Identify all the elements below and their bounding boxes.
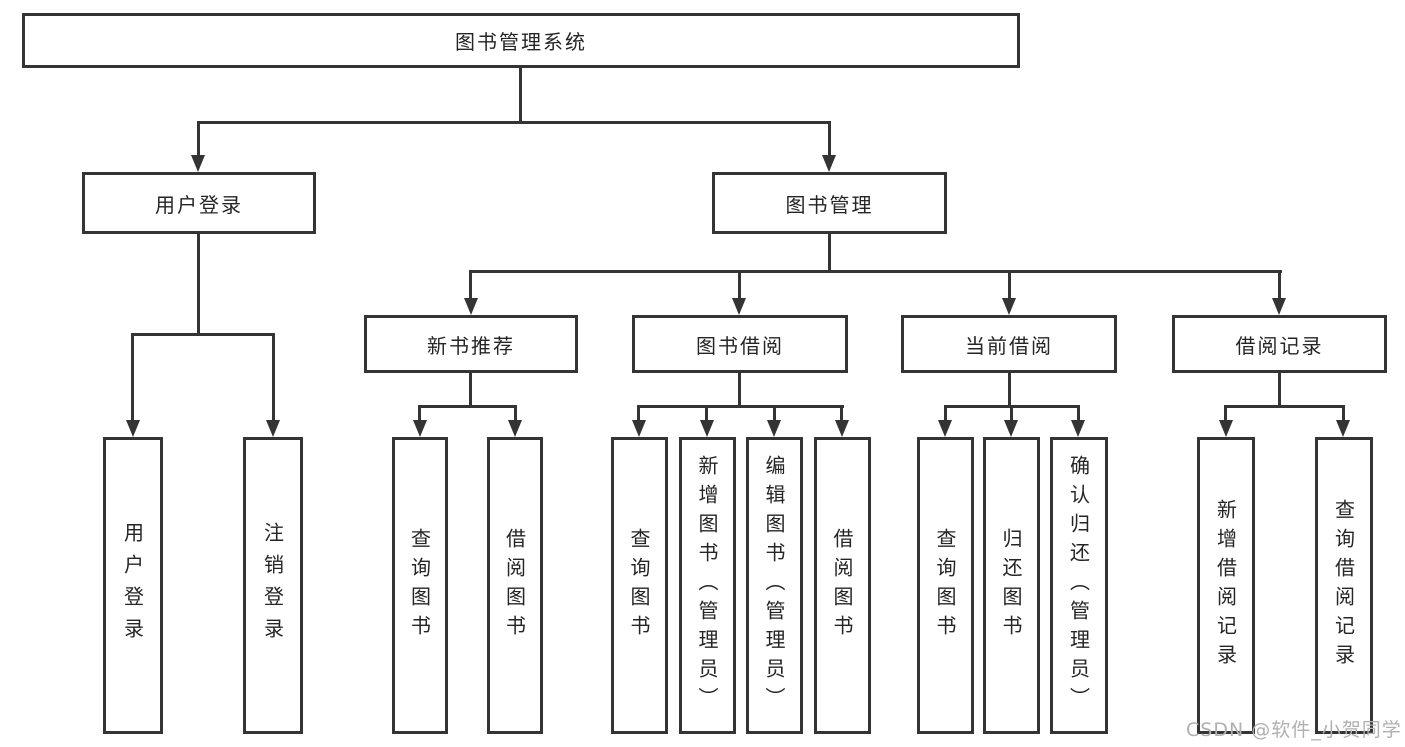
arrowhead-user-login <box>191 155 205 172</box>
edge-currentborrow-drop-3 <box>1077 405 1080 423</box>
edge-borrowrecord-bar <box>1224 405 1345 408</box>
edge-borrowrecord-stem <box>1278 373 1281 407</box>
arrowhead-borrow-record <box>1272 298 1286 315</box>
edge-root-drop-1 <box>197 121 200 159</box>
edge-currentborrow-drop-2 <box>1010 405 1013 423</box>
edge-userlogin-drop-2 <box>272 333 275 424</box>
leaf-currentborrow-return-books: 归还图书 <box>983 437 1040 734</box>
arrowhead-bookborrow-add <box>700 420 714 437</box>
edge-bookmgmt-stem <box>828 234 831 272</box>
leaf-bookborrow-add-books-admin: 新增图书（管理员） <box>679 437 736 734</box>
edge-bookborrow-drop-3 <box>773 405 776 423</box>
node-new-book-recommend: 新书推荐 <box>364 315 578 373</box>
edge-bookmgmt-bar <box>469 270 1282 273</box>
arrowhead-bookborrow-query <box>632 420 646 437</box>
edge-currentborrow-drop-1 <box>944 405 947 423</box>
edge-bookborrow-drop-2 <box>705 405 708 423</box>
edge-currentborrow-stem <box>1008 373 1011 407</box>
node-current-borrow: 当前借阅 <box>901 315 1117 373</box>
edge-borrowrecord-drop-2 <box>1342 405 1345 423</box>
arrowhead-leaf-user-login <box>126 420 140 437</box>
edge-bookmgmt-drop-3 <box>1008 270 1011 302</box>
edge-userlogin-stem <box>197 234 200 335</box>
edge-newbook-drop-2 <box>514 405 517 423</box>
arrowhead-book-management <box>822 155 836 172</box>
edge-root-stem <box>519 68 522 124</box>
node-book-management: 图书管理 <box>712 172 947 234</box>
arrowhead-currentborrow-confirm <box>1071 420 1085 437</box>
edge-newbook-bar <box>418 405 517 408</box>
edge-bookborrow-drop-4 <box>840 405 843 423</box>
leaf-record-add-borrow-record: 新增借阅记录 <box>1197 437 1255 734</box>
edge-bookborrow-drop-1 <box>637 405 640 423</box>
leaf-bookborrow-edit-books-admin: 编辑图书（管理员） <box>746 437 803 734</box>
arrowhead-record-add <box>1219 420 1233 437</box>
node-book-borrow: 图书借阅 <box>632 315 848 373</box>
arrowhead-new-book-recommend <box>464 298 478 315</box>
edge-userlogin-drop-1 <box>131 333 134 424</box>
leaf-newbook-query-books: 查询图书 <box>392 437 448 734</box>
edge-bookborrow-bar <box>637 405 844 408</box>
edge-bookmgmt-drop-1 <box>469 270 472 302</box>
arrowhead-newbook-query <box>413 420 427 437</box>
arrowhead-leaf-logout <box>266 420 280 437</box>
leaf-logout: 注销登录 <box>243 437 303 734</box>
edge-bookmgmt-drop-2 <box>738 270 741 302</box>
edge-userlogin-bar <box>131 333 275 336</box>
node-borrow-record: 借阅记录 <box>1172 315 1387 373</box>
leaf-currentborrow-query-books: 查询图书 <box>917 437 974 734</box>
leaf-user-login: 用户登录 <box>103 437 163 734</box>
arrowhead-record-query <box>1336 420 1350 437</box>
edge-newbook-stem <box>469 373 472 407</box>
edge-borrowrecord-drop-1 <box>1224 405 1227 423</box>
node-root: 图书管理系统 <box>22 13 1020 68</box>
arrowhead-newbook-borrow <box>508 420 522 437</box>
arrowhead-book-borrow <box>732 298 746 315</box>
leaf-bookborrow-query-books: 查询图书 <box>611 437 668 734</box>
arrowhead-current-borrow <box>1002 298 1016 315</box>
leaf-bookborrow-borrow-books: 借阅图书 <box>814 437 871 734</box>
arrowhead-bookborrow-borrow <box>835 420 849 437</box>
leaf-newbook-borrow-books: 借阅图书 <box>487 437 543 734</box>
watermark: CSDN @软件_小贺同学 <box>1186 719 1402 741</box>
leaf-record-query-borrow-record: 查询借阅记录 <box>1315 437 1373 734</box>
edge-root-drop-2 <box>828 121 831 159</box>
edge-bookmgmt-drop-4 <box>1278 270 1281 302</box>
edge-newbook-drop-1 <box>418 405 421 423</box>
edge-root-bar <box>197 121 831 124</box>
node-user-login: 用户登录 <box>82 172 316 234</box>
arrowhead-currentborrow-query <box>938 420 952 437</box>
arrowhead-bookborrow-edit <box>767 420 781 437</box>
arrowhead-currentborrow-return <box>1004 420 1018 437</box>
edge-bookborrow-stem <box>738 373 741 407</box>
leaf-currentborrow-confirm-return-admin: 确认归还（管理员） <box>1050 437 1108 734</box>
